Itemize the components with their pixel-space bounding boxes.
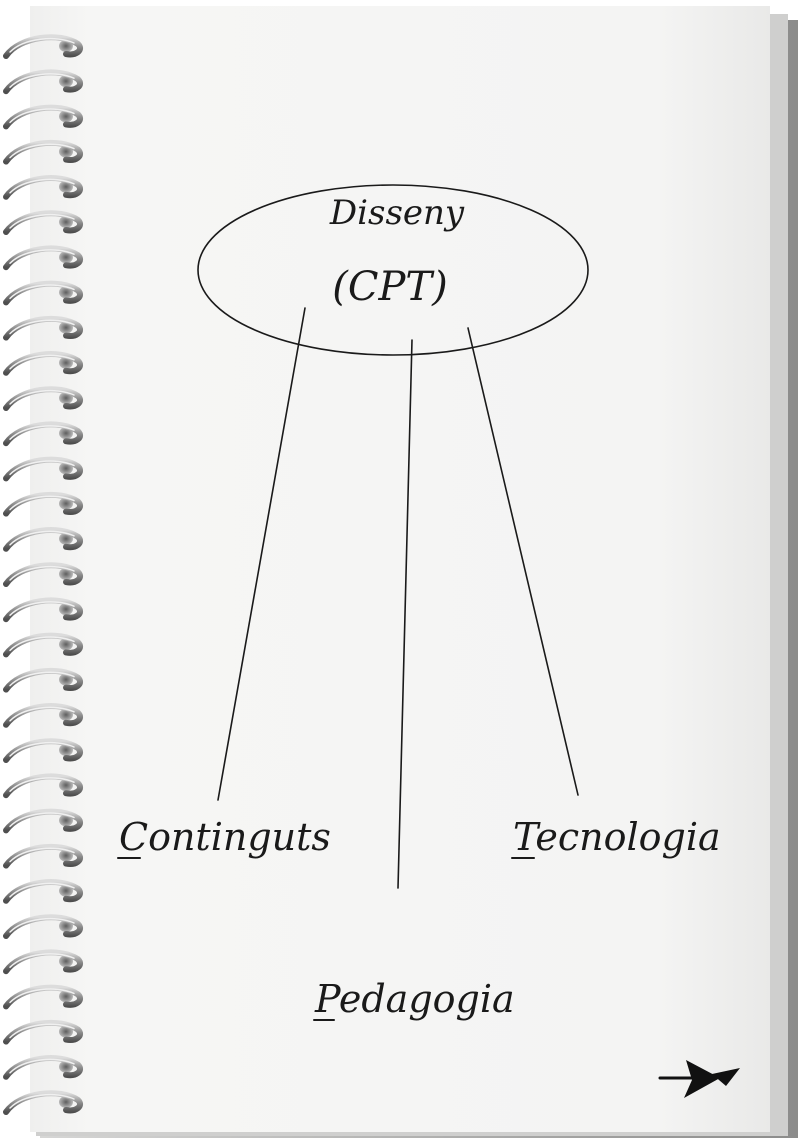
spiral-coil bbox=[3, 597, 83, 623]
spiral-coil bbox=[3, 1055, 83, 1080]
coil-highlight bbox=[9, 601, 75, 616]
coil-highlight bbox=[9, 354, 75, 370]
arrow-right-icon[interactable] bbox=[658, 1060, 740, 1098]
spiral-coil bbox=[3, 245, 83, 271]
coil-highlight bbox=[9, 319, 75, 335]
spiral-coil bbox=[3, 808, 83, 834]
spiral-binding bbox=[3, 34, 83, 1115]
coil-highlight bbox=[9, 425, 75, 440]
spiral-coil bbox=[3, 351, 83, 376]
coil-highlight bbox=[9, 530, 75, 546]
spiral-coil bbox=[3, 1019, 83, 1045]
coil-highlight bbox=[9, 917, 75, 933]
spiral-coil bbox=[3, 984, 83, 1010]
coil-highlight bbox=[9, 706, 75, 722]
connector-tecnologia bbox=[467, 327, 579, 796]
mind-map bbox=[197, 184, 589, 889]
coil-highlight bbox=[9, 37, 75, 53]
spiral-coil bbox=[3, 139, 83, 165]
coil-highlight bbox=[9, 741, 75, 757]
center-node-ellipse bbox=[197, 184, 589, 356]
spiral-coil bbox=[3, 773, 83, 799]
spiral-coil bbox=[3, 738, 83, 763]
spiral-coil bbox=[3, 421, 83, 447]
spiral-coil bbox=[3, 667, 83, 693]
branch-label-continguts: Continguts bbox=[119, 815, 331, 859]
spiral-coil bbox=[3, 34, 83, 59]
connector-continguts bbox=[217, 307, 306, 801]
spiral-coil bbox=[3, 914, 83, 939]
coil-highlight bbox=[9, 847, 75, 863]
coil-highlight bbox=[9, 249, 75, 264]
spiral-coil bbox=[3, 1090, 83, 1115]
branch-label-tecnologia: Tecnologia bbox=[513, 815, 721, 859]
coil-highlight bbox=[9, 460, 75, 476]
coil-highlight bbox=[9, 953, 75, 968]
coil-highlight bbox=[9, 1023, 75, 1039]
spiral-coil bbox=[3, 104, 83, 130]
label-underlines bbox=[117, 857, 535, 1021]
center-node-subtitle: (CPT) bbox=[332, 264, 447, 310]
spiral-coil bbox=[3, 69, 83, 95]
notebook-sheet bbox=[30, 6, 770, 1132]
spiral-coil bbox=[3, 527, 83, 552]
center-node-title: Disseny bbox=[329, 193, 465, 233]
connector-pedagogia bbox=[397, 339, 413, 889]
coil-highlight bbox=[9, 812, 75, 828]
coil-highlight bbox=[9, 143, 75, 159]
coil-highlight bbox=[9, 565, 75, 581]
coil-highlight bbox=[9, 988, 75, 1004]
coil-highlight bbox=[9, 777, 75, 792]
coil-highlight bbox=[9, 671, 75, 687]
spiral-coil bbox=[3, 210, 83, 235]
coil-highlight bbox=[9, 1093, 75, 1109]
spiral-coil bbox=[3, 456, 83, 482]
branch-label-pedagogia: Pedagogia bbox=[314, 977, 515, 1021]
spiral-coil bbox=[3, 843, 83, 869]
coil-highlight bbox=[9, 284, 75, 300]
coil-highlight bbox=[9, 213, 75, 229]
coil-highlight bbox=[9, 636, 75, 652]
spiral-coil bbox=[3, 280, 83, 306]
spiral-coil bbox=[3, 562, 83, 587]
coil-highlight bbox=[9, 1058, 75, 1074]
spiral-coil bbox=[3, 632, 83, 658]
spiral-coil bbox=[3, 386, 83, 411]
coil-highlight bbox=[9, 389, 75, 405]
coil-highlight bbox=[9, 882, 75, 898]
coil-highlight bbox=[9, 495, 75, 511]
coil-highlight bbox=[9, 178, 75, 194]
spiral-coil bbox=[3, 949, 83, 975]
spiral-coil bbox=[3, 175, 83, 200]
spiral-coil bbox=[3, 491, 83, 517]
spiral-coil bbox=[3, 703, 83, 728]
spiral-coil bbox=[3, 315, 83, 341]
spiral-coil bbox=[3, 879, 83, 904]
coil-highlight bbox=[9, 73, 75, 88]
coil-highlight bbox=[9, 108, 75, 124]
